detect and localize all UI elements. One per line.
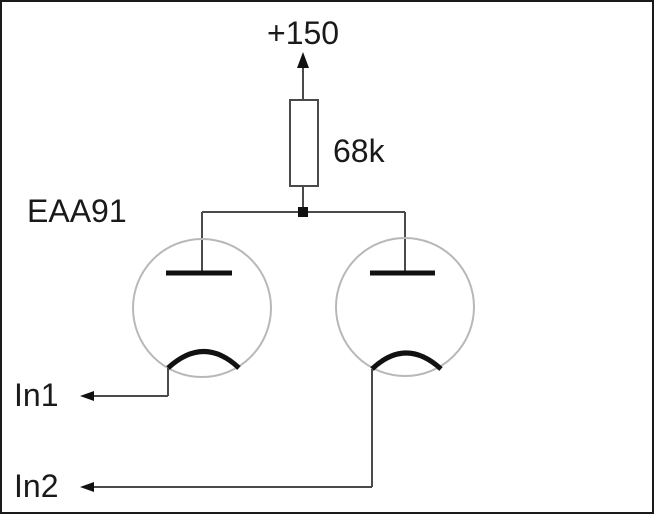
right-tube-envelope bbox=[335, 237, 475, 377]
left-tube-envelope bbox=[132, 238, 272, 378]
right-tube-cathode bbox=[370, 350, 443, 371]
left-tube-cathode bbox=[166, 349, 241, 370]
resistor-label: 68k bbox=[333, 133, 386, 169]
resistor-68k bbox=[289, 99, 319, 187]
junction-dot bbox=[298, 207, 308, 217]
in2-arrowhead bbox=[80, 482, 94, 492]
input1-label: In1 bbox=[14, 377, 58, 413]
supply-label: +150 bbox=[267, 15, 339, 51]
supply-arrowhead bbox=[297, 52, 309, 68]
in1-arrowhead bbox=[80, 391, 94, 401]
tube-label: EAA91 bbox=[27, 193, 127, 229]
input2-label: In2 bbox=[14, 468, 58, 504]
